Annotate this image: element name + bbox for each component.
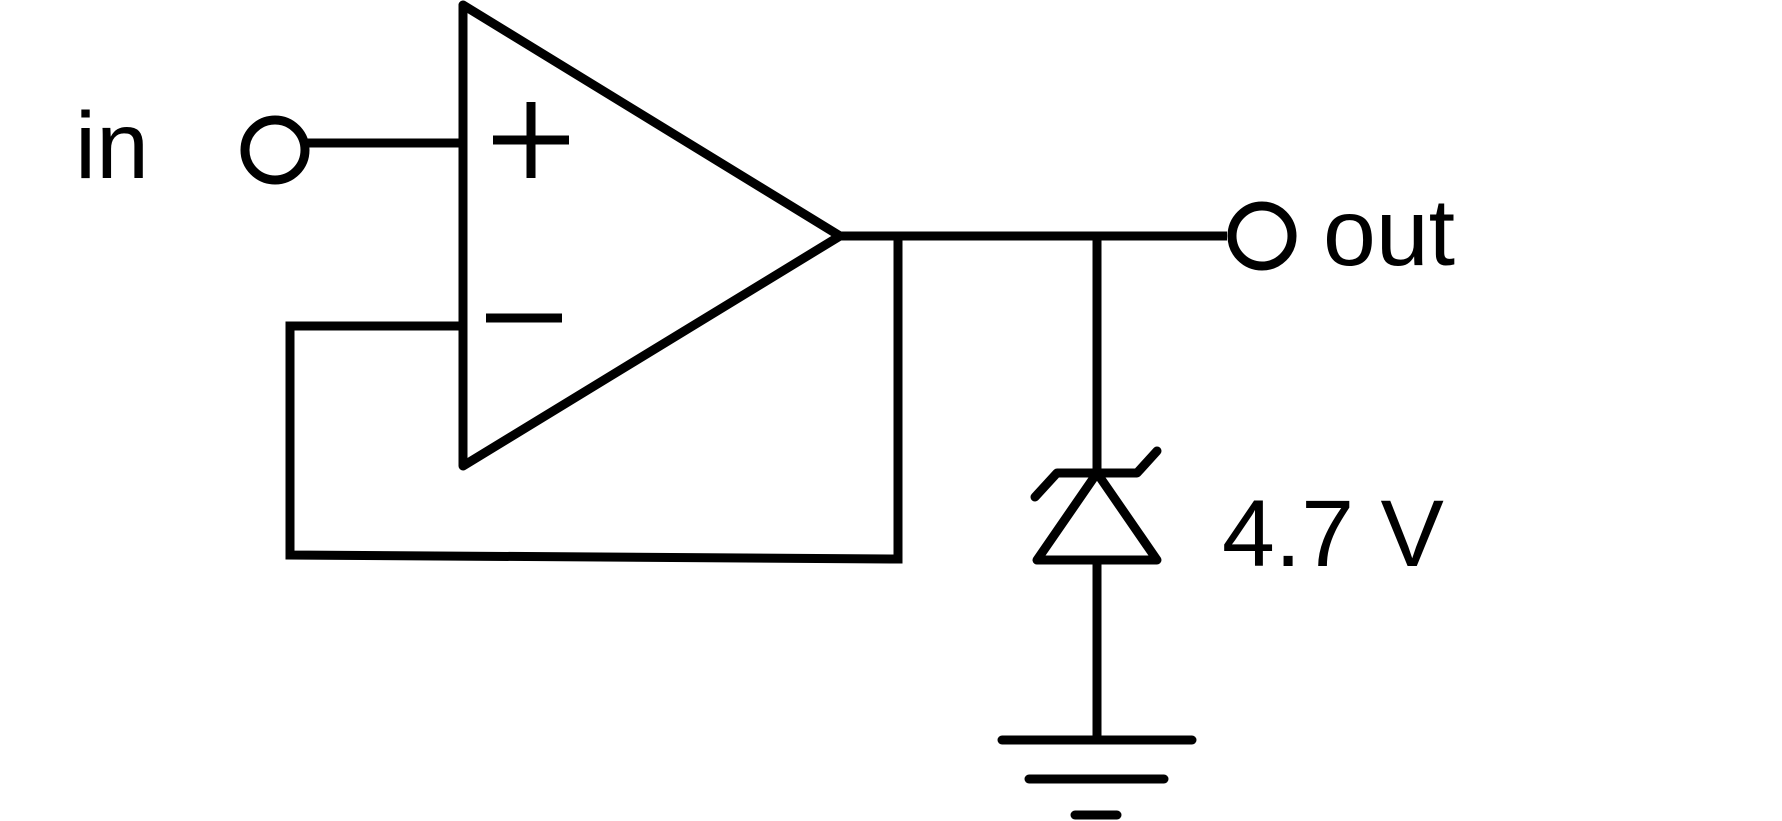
feedback-wire bbox=[285, 236, 903, 564]
op-amp-icon bbox=[458, 0, 845, 471]
input-label: in bbox=[75, 93, 149, 199]
output-label: out bbox=[1323, 180, 1455, 286]
output-terminal-icon[interactable] bbox=[1227, 201, 1297, 271]
zener-voltage-label: 4.7 V bbox=[1222, 481, 1444, 587]
ground-icon bbox=[997, 735, 1197, 820]
plus-sign-icon bbox=[493, 102, 569, 178]
input-terminal-icon[interactable] bbox=[240, 115, 310, 185]
zener-diode-icon bbox=[1032, 468, 1162, 565]
